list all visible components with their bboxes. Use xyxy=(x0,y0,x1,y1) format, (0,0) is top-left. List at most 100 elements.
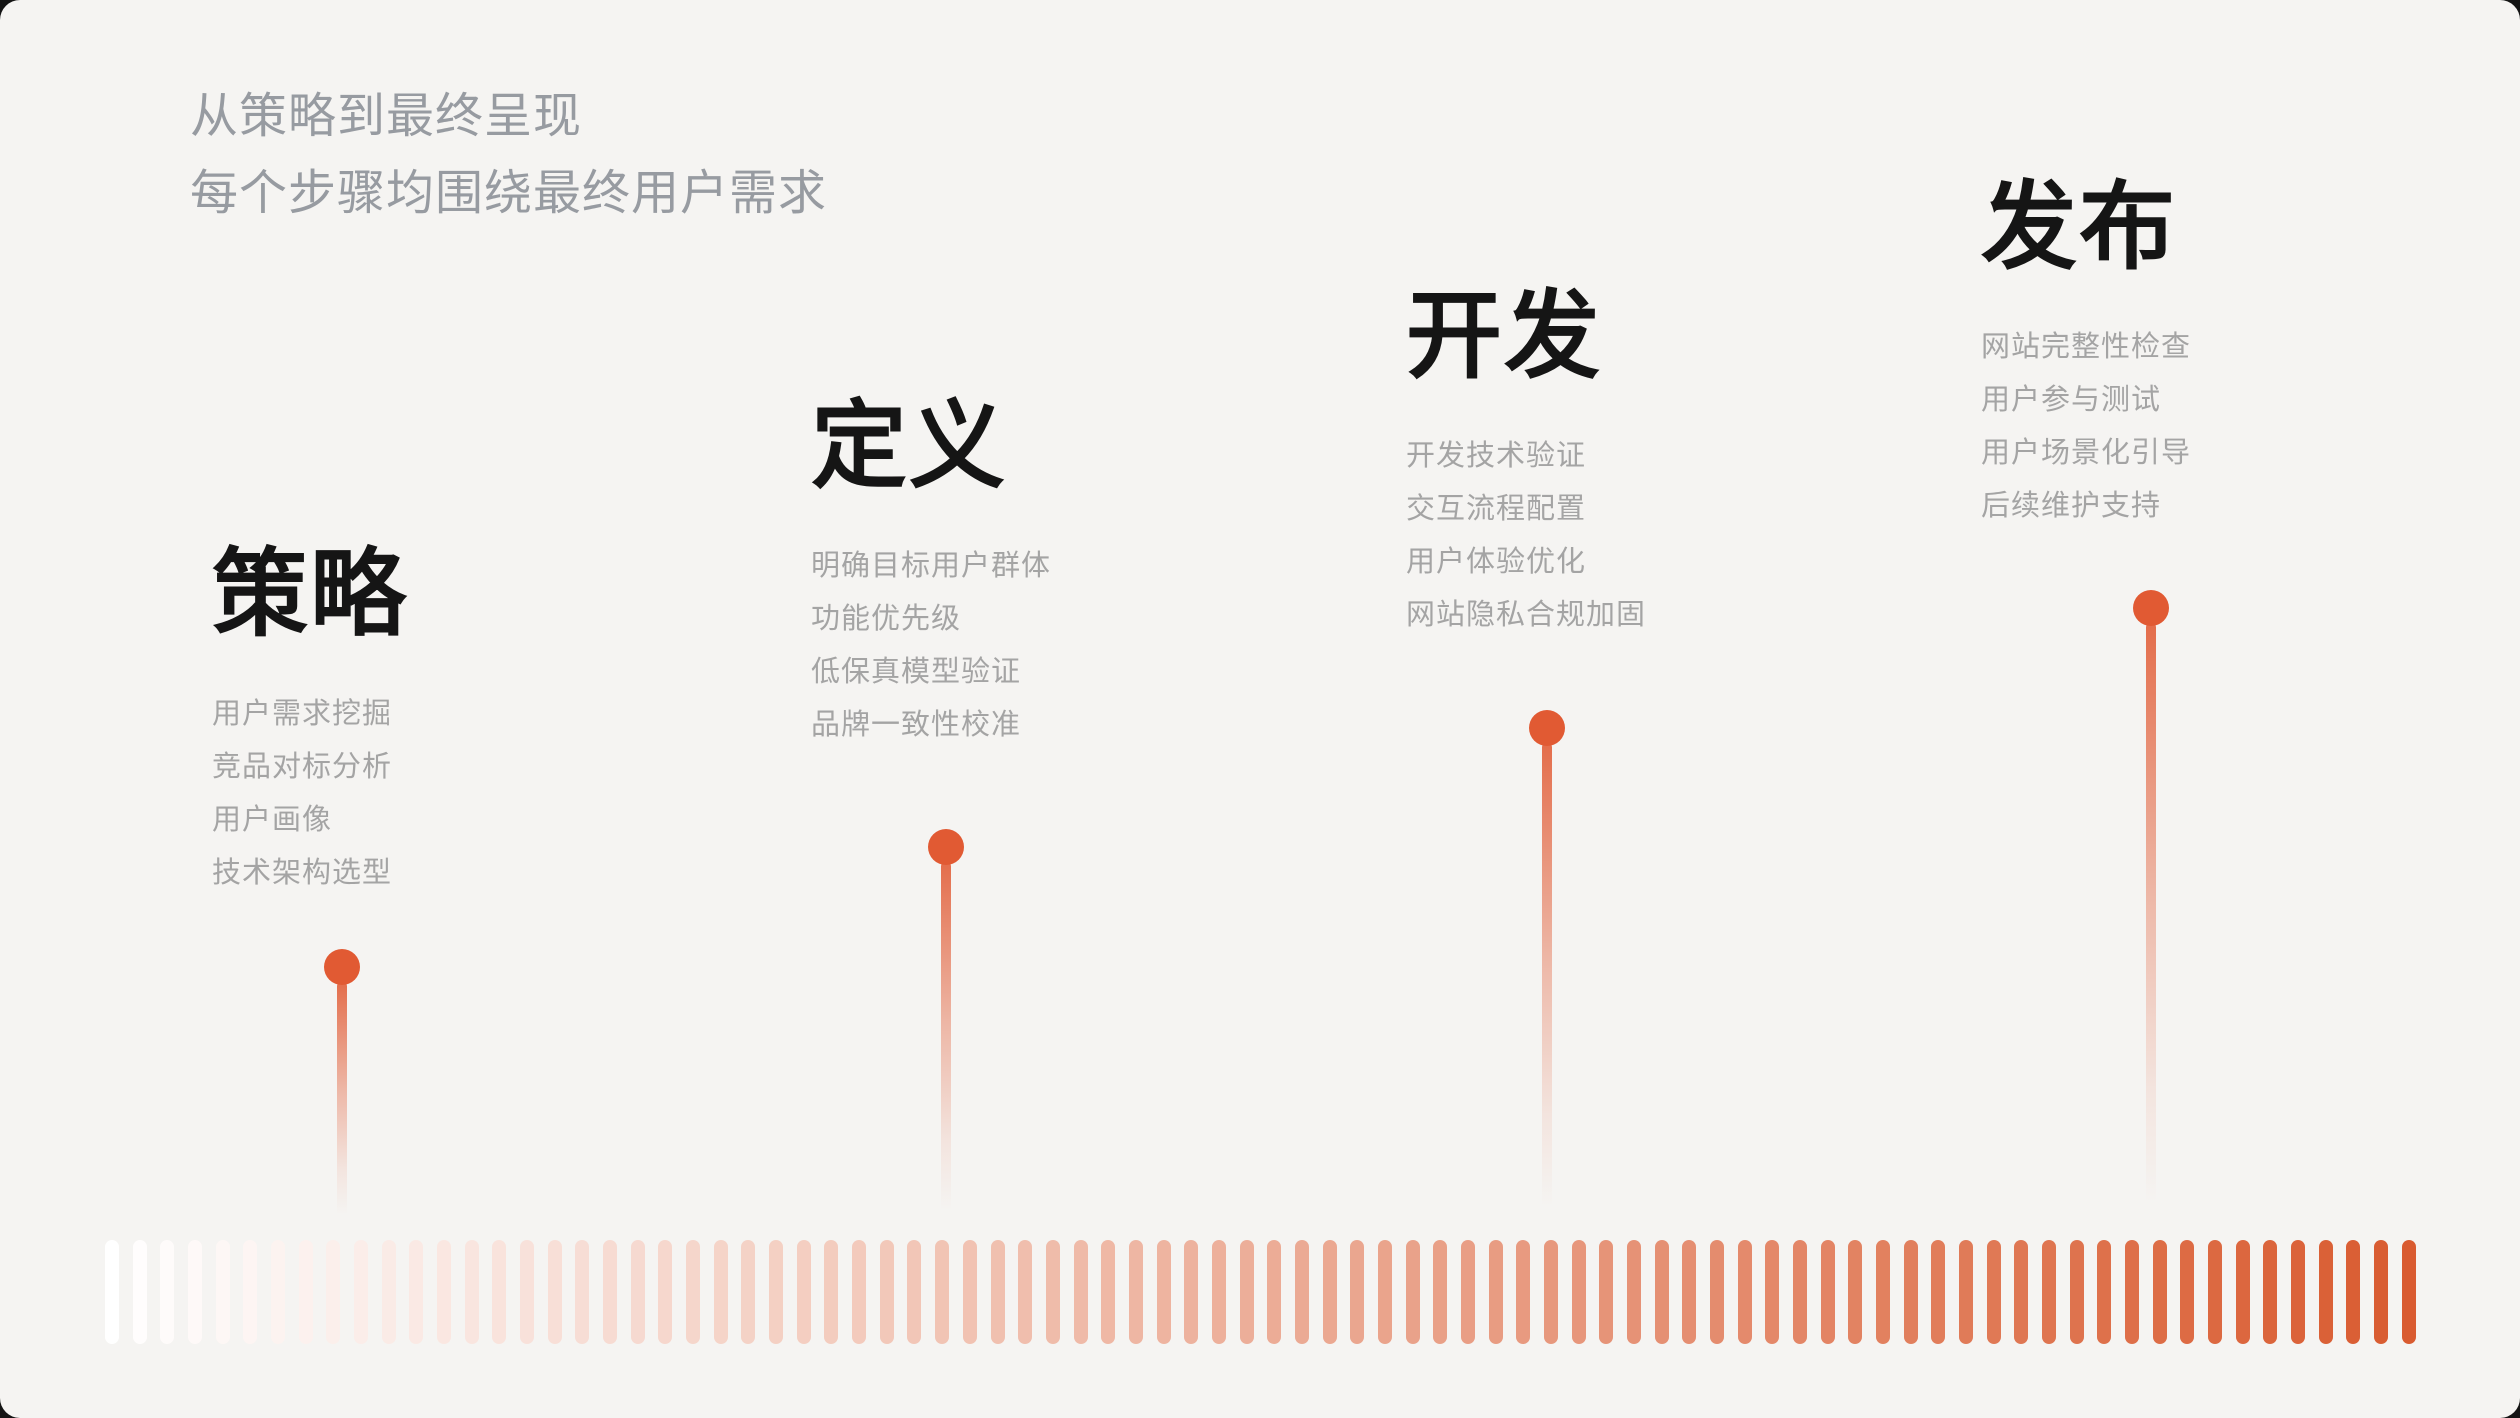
timeline-bar xyxy=(1543,1240,1558,1344)
timeline-bar xyxy=(603,1240,618,1344)
timeline-bar xyxy=(907,1240,922,1344)
timeline-bar xyxy=(2291,1240,2306,1344)
timeline-bar xyxy=(132,1240,147,1344)
timeline-bar xyxy=(686,1240,701,1344)
milestone-stem xyxy=(2146,622,2156,1222)
timeline-bar xyxy=(2208,1240,2223,1344)
timeline-bar xyxy=(1903,1240,1918,1344)
timeline-bar xyxy=(630,1240,645,1344)
timeline-bar xyxy=(1626,1240,1641,1344)
timeline-bar xyxy=(2125,1240,2140,1344)
timeline-bar xyxy=(2318,1240,2333,1344)
timeline-bar xyxy=(1737,1240,1752,1344)
step-definition: 定义 明确目标用户群体 功能优先级 低保真模型验证 品牌一致性校准 xyxy=(811,392,1051,752)
milestone-stem xyxy=(941,861,951,1222)
list-item: 用户场景化引导 xyxy=(1981,437,2192,469)
timeline-bar xyxy=(2180,1240,2195,1344)
step-strategy-items: 用户需求挖掘 竞品对标分析 用户画像 技术架构选型 xyxy=(212,688,408,900)
timeline-bar xyxy=(962,1240,977,1344)
timeline-bar xyxy=(105,1240,119,1344)
timeline-bar xyxy=(1239,1240,1254,1344)
list-item: 网站隐私合规加固 xyxy=(1406,599,1647,631)
list-item: 明确目标用户群体 xyxy=(811,550,1052,582)
timeline-bar xyxy=(1294,1240,1309,1344)
milestone-dot xyxy=(2133,590,2169,626)
list-item: 交互流程配置 xyxy=(1406,493,1587,525)
timeline-bars xyxy=(105,1240,2416,1344)
timeline-bar xyxy=(1792,1240,1807,1344)
timeline-bar xyxy=(243,1240,258,1344)
step-definition-items: 明确目标用户群体 功能优先级 低保真模型验证 品牌一致性校准 xyxy=(811,540,1051,752)
timeline-bar xyxy=(1350,1240,1365,1344)
timeline-bar xyxy=(1488,1240,1503,1344)
timeline-bar xyxy=(2097,1240,2112,1344)
timeline-bar xyxy=(381,1240,396,1344)
timeline-bar xyxy=(547,1240,562,1344)
timeline-bar xyxy=(215,1240,230,1344)
timeline-bar xyxy=(1156,1240,1171,1344)
milestone-dot xyxy=(928,829,964,865)
timeline-bar xyxy=(1184,1240,1199,1344)
timeline-bar xyxy=(2042,1240,2057,1344)
timeline-bar xyxy=(437,1240,452,1344)
timeline-bar xyxy=(2014,1240,2029,1344)
step-strategy-title: 策略 xyxy=(212,541,408,648)
step-development-items: 开发技术验证 交互流程配置 用户体验优化 网站隐私合规加固 xyxy=(1406,430,1646,642)
timeline-bar xyxy=(2235,1240,2250,1344)
timeline-bar xyxy=(1654,1240,1669,1344)
timeline-bar xyxy=(298,1240,313,1344)
timeline-bar xyxy=(1267,1240,1282,1344)
timeline-bar xyxy=(1931,1240,1946,1344)
subtitle-line-1: 从策略到最终呈现 xyxy=(190,90,583,143)
timeline-bar xyxy=(1599,1240,1614,1344)
list-item: 品牌一致性校准 xyxy=(811,709,1022,741)
list-item: 用户体验优化 xyxy=(1406,546,1587,578)
milestone-dot xyxy=(324,949,360,985)
timeline-bar xyxy=(1765,1240,1780,1344)
timeline-bar xyxy=(1709,1240,1724,1344)
timeline-bar xyxy=(2069,1240,2084,1344)
timeline-bar xyxy=(354,1240,369,1344)
timeline-bar xyxy=(658,1240,673,1344)
step-launch-title: 发布 xyxy=(1981,174,2177,281)
step-development-title: 开发 xyxy=(1406,283,1602,390)
timeline-bar xyxy=(409,1240,424,1344)
timeline-bar xyxy=(160,1240,175,1344)
timeline-bar xyxy=(935,1240,950,1344)
timeline-bar xyxy=(188,1240,203,1344)
list-item: 功能优先级 xyxy=(811,603,962,635)
timeline-bar xyxy=(1377,1240,1392,1344)
timeline-bar xyxy=(1571,1240,1586,1344)
list-item: 低保真模型验证 xyxy=(811,656,1022,688)
timeline-bar xyxy=(492,1240,507,1344)
timeline-bar xyxy=(1322,1240,1337,1344)
timeline-bar xyxy=(1073,1240,1088,1344)
timeline-bar xyxy=(741,1240,756,1344)
timeline-bar xyxy=(713,1240,728,1344)
timeline-bar xyxy=(1460,1240,1475,1344)
timeline-bar xyxy=(824,1240,839,1344)
timeline-bar xyxy=(1128,1240,1143,1344)
timeline-bar xyxy=(326,1240,341,1344)
timeline-bar xyxy=(1101,1240,1116,1344)
list-item: 用户参与测试 xyxy=(1981,384,2162,416)
timeline-bar xyxy=(1848,1240,1863,1344)
timeline-bar xyxy=(990,1240,1005,1344)
milestone-stem xyxy=(1542,742,1552,1222)
list-item: 开发技术验证 xyxy=(1406,440,1587,472)
step-development: 开发 开发技术验证 交互流程配置 用户体验优化 网站隐私合规加固 xyxy=(1406,282,1646,642)
timeline-bar xyxy=(879,1240,894,1344)
timeline-bar xyxy=(2152,1240,2167,1344)
list-item: 网站完整性检查 xyxy=(1981,331,2192,363)
timeline-bar xyxy=(769,1240,784,1344)
timeline-bar xyxy=(1682,1240,1697,1344)
step-definition-title: 定义 xyxy=(811,393,1007,500)
timeline-bar xyxy=(1516,1240,1531,1344)
subtitle-line-2: 每个步骤均围绕最终用户需求 xyxy=(190,167,828,220)
timeline-bar xyxy=(2346,1240,2361,1344)
list-item: 用户画像 xyxy=(212,804,333,836)
page-subtitle: 从策略到最终呈现 每个步骤均围绕最终用户需求 xyxy=(190,78,827,232)
timeline-bar xyxy=(1986,1240,2001,1344)
milestone-stem xyxy=(337,981,347,1222)
timeline-bar xyxy=(796,1240,811,1344)
